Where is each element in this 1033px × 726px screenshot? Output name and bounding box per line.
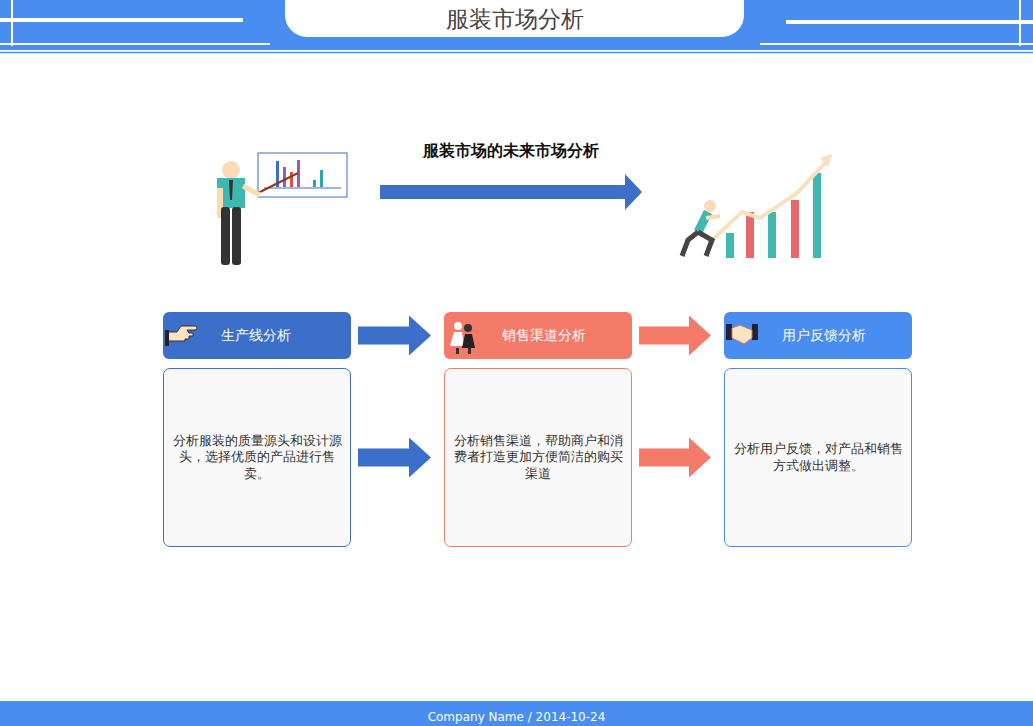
icon xyxy=(726,318,760,354)
box-heading: 销售渠道分析 xyxy=(502,327,586,345)
block-arrow xyxy=(358,438,431,478)
box-heading: 生产线分析 xyxy=(221,327,291,345)
header-box: 生产线分析 xyxy=(163,312,351,359)
subtitle: 服装市场的未来市场分析 xyxy=(380,141,642,162)
block-arrow xyxy=(358,316,431,356)
title: 服装市场分析 xyxy=(285,0,744,37)
header-box: 用户反馈分析 xyxy=(724,312,912,359)
process-box: 分析销售渠道，帮助商户和消费者打造更加方便简洁的购买渠道 xyxy=(444,368,632,547)
box-text: 分析服装的质量源头和设计源头，选择优质的产品进行售卖。 xyxy=(169,433,345,482)
block-arrow xyxy=(639,438,711,478)
header-box: 销售渠道分析 xyxy=(444,312,632,359)
process-box: 分析用户反馈，对产品和销售方式做出调整。 xyxy=(724,368,912,547)
process-box: 分析服装的质量源头和设计源头，选择优质的产品进行售卖。 xyxy=(163,368,351,547)
icon xyxy=(165,318,199,354)
icon xyxy=(446,318,480,354)
footer-text: Company Name / 2014-10-24 xyxy=(0,710,1033,724)
box-text: 分析用户反馈，对产品和销售方式做出调整。 xyxy=(730,441,906,474)
block-arrow xyxy=(639,316,711,356)
box-text: 分析销售渠道，帮助商户和消费者打造更加方便简洁的购买渠道 xyxy=(450,433,626,482)
box-heading: 用户反馈分析 xyxy=(782,327,866,345)
